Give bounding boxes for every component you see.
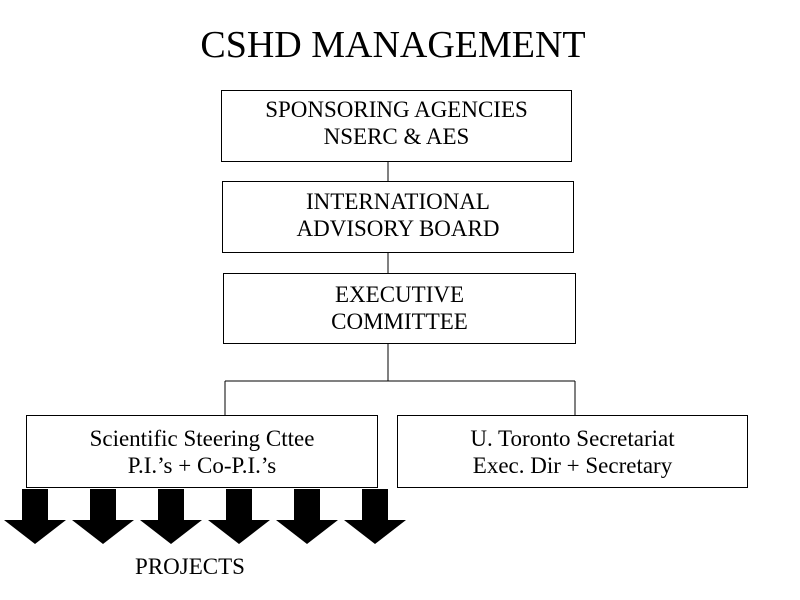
sponsors-line-2: NSERC & AES xyxy=(323,124,470,149)
diagram-title: CSHD MANAGEMENT xyxy=(200,24,586,66)
sponsoring-agencies-box: SPONSORING AGENCIES NSERC & AES xyxy=(221,90,572,162)
project-arrow-2 xyxy=(72,489,134,544)
project-arrows xyxy=(4,489,406,544)
scientific-steering-box: Scientific Steering Cttee P.I.’s + Co-P.… xyxy=(26,415,378,488)
executive-committee-box: EXECUTIVE COMMITTEE xyxy=(223,273,576,344)
advisory-line-1: INTERNATIONAL xyxy=(306,189,490,214)
executive-line-2: COMMITTEE xyxy=(331,309,468,334)
secretariat-line-1: U. Toronto Secretariat xyxy=(470,426,675,451)
project-arrow-5 xyxy=(276,489,338,544)
sponsors-line-1: SPONSORING AGENCIES xyxy=(265,97,528,122)
advisory-board-box: INTERNATIONAL ADVISORY BOARD xyxy=(222,181,574,253)
project-arrow-3 xyxy=(140,489,202,544)
project-arrow-1 xyxy=(4,489,66,544)
secretariat-box: U. Toronto Secretariat Exec. Dir + Secre… xyxy=(397,415,748,488)
steering-line-2: P.I.’s + Co-P.I.’s xyxy=(127,453,277,478)
steering-line-1: Scientific Steering Cttee xyxy=(89,426,315,451)
projects-label: PROJECTS xyxy=(135,554,245,579)
executive-line-1: EXECUTIVE xyxy=(334,282,465,307)
project-arrow-6 xyxy=(344,489,406,544)
project-arrow-4 xyxy=(208,489,270,544)
secretariat-line-2: Exec. Dir + Secretary xyxy=(472,453,673,478)
advisory-line-2: ADVISORY BOARD xyxy=(296,216,500,241)
